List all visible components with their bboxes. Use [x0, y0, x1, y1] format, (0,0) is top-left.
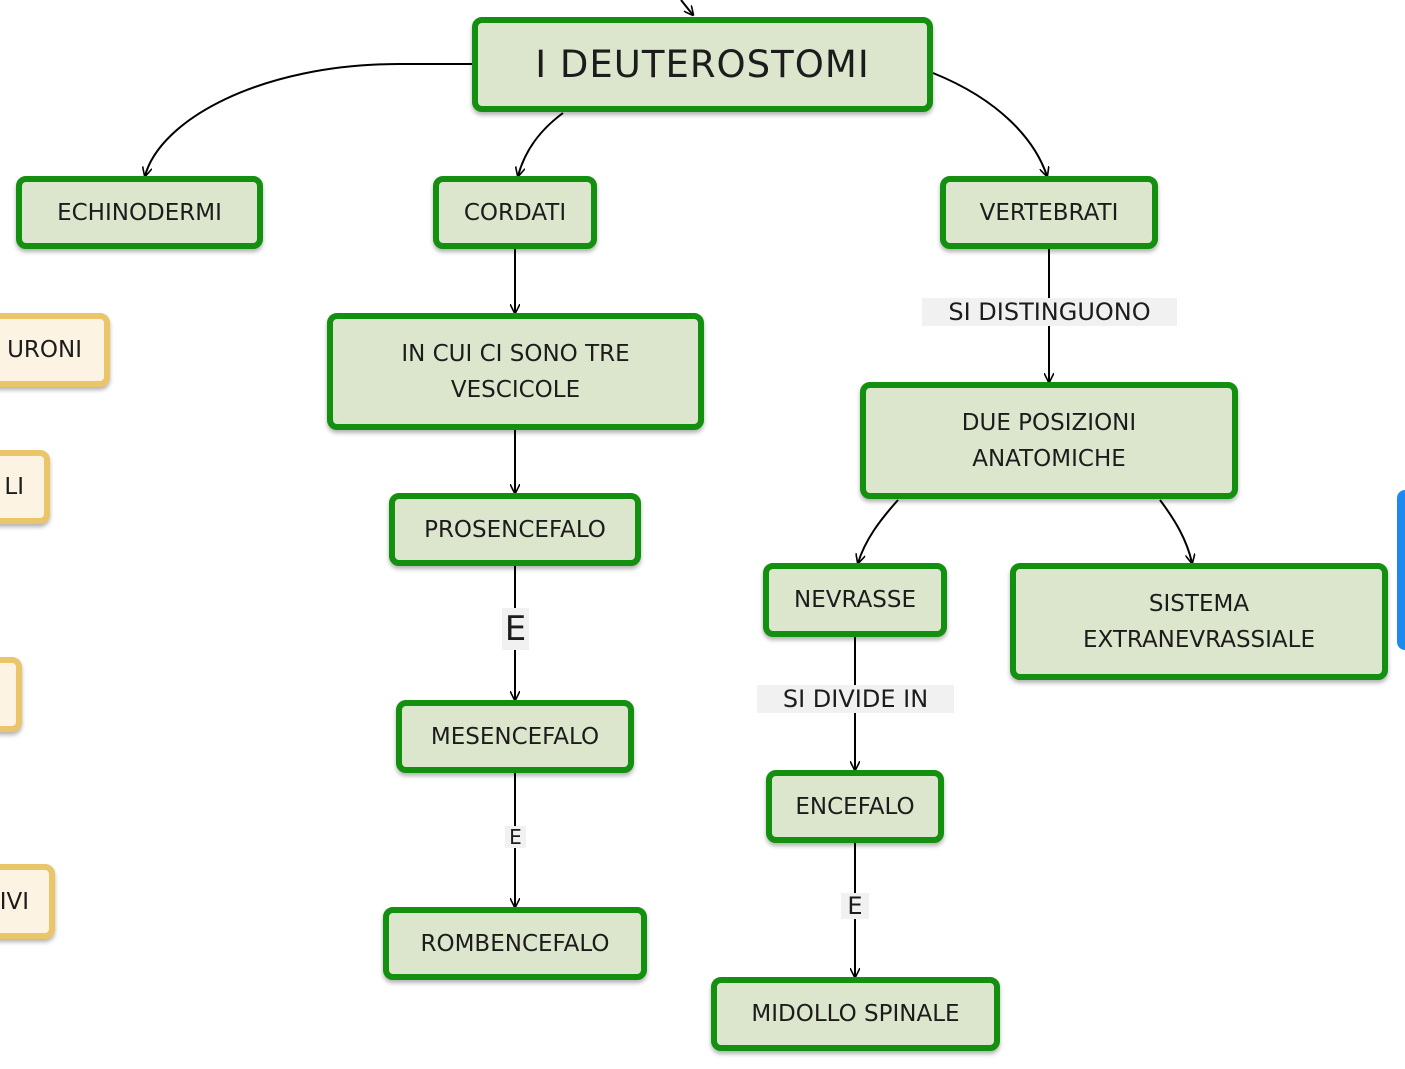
link-label-e-mesencefalo: E: [505, 826, 526, 848]
node-sistema-label: SISTEMA EXTRANEVRASSIALE: [1082, 590, 1316, 653]
side-node-4[interactable]: IVI: [0, 864, 55, 939]
node-vertebrati[interactable]: VERTEBRATI: [940, 176, 1158, 249]
edge-posizioni-nevrasse: [858, 499, 899, 563]
node-due-posizioni[interactable]: DUE POSIZIONI ANATOMICHE: [860, 382, 1238, 499]
node-cordati[interactable]: CORDATI: [433, 176, 597, 249]
link-label-e-prosencefalo: E: [502, 608, 529, 650]
side-node-1-label: URONI: [7, 337, 82, 363]
node-rombencefalo[interactable]: ROMBENCEFALO: [383, 907, 647, 980]
edge-posizioni-sistema: [1159, 499, 1192, 563]
link-label-si-distinguono: SI DISTINGUONO: [922, 298, 1177, 326]
node-tre-vescicole[interactable]: IN CUI CI SONO TRE VESCICOLE: [327, 313, 704, 430]
edge-top-incoming: [680, 0, 693, 15]
node-midollo-spinale[interactable]: MIDOLLO SPINALE: [711, 977, 1000, 1051]
node-due-posizioni-label: DUE POSIZIONI ANATOMICHE: [961, 409, 1137, 472]
link-label-si-divide-in: SI DIVIDE IN: [757, 685, 954, 713]
edge-root-cordati: [518, 112, 564, 176]
side-node-4-label: IVI: [0, 888, 29, 915]
node-encefalo[interactable]: ENCEFALO: [766, 770, 944, 843]
link-label-e-encefalo: E: [841, 893, 869, 919]
side-node-3[interactable]: E: [0, 657, 22, 732]
node-echinodermi[interactable]: ECHINODERMI: [16, 176, 263, 249]
node-prosencefalo[interactable]: PROSENCEFALO: [389, 493, 641, 566]
node-deuterostomi[interactable]: I DEUTEROSTOMI: [472, 17, 933, 112]
edge-root-echinodermi: [145, 63, 472, 176]
node-sistema-extranevrassiale[interactable]: SISTEMA EXTRANEVRASSIALE: [1010, 563, 1388, 680]
side-panel-tab[interactable]: [1397, 490, 1405, 650]
node-nevrasse[interactable]: NEVRASSE: [763, 563, 947, 637]
side-node-2[interactable]: LI: [0, 450, 50, 524]
side-node-2-label: LI: [4, 474, 24, 500]
edge-root-vertebrati: [932, 72, 1047, 176]
side-node-1[interactable]: URONI: [0, 313, 110, 387]
node-tre-vescicole-label: IN CUI CI SONO TRE VESCICOLE: [401, 340, 630, 403]
node-mesencefalo[interactable]: MESENCEFALO: [396, 700, 634, 773]
